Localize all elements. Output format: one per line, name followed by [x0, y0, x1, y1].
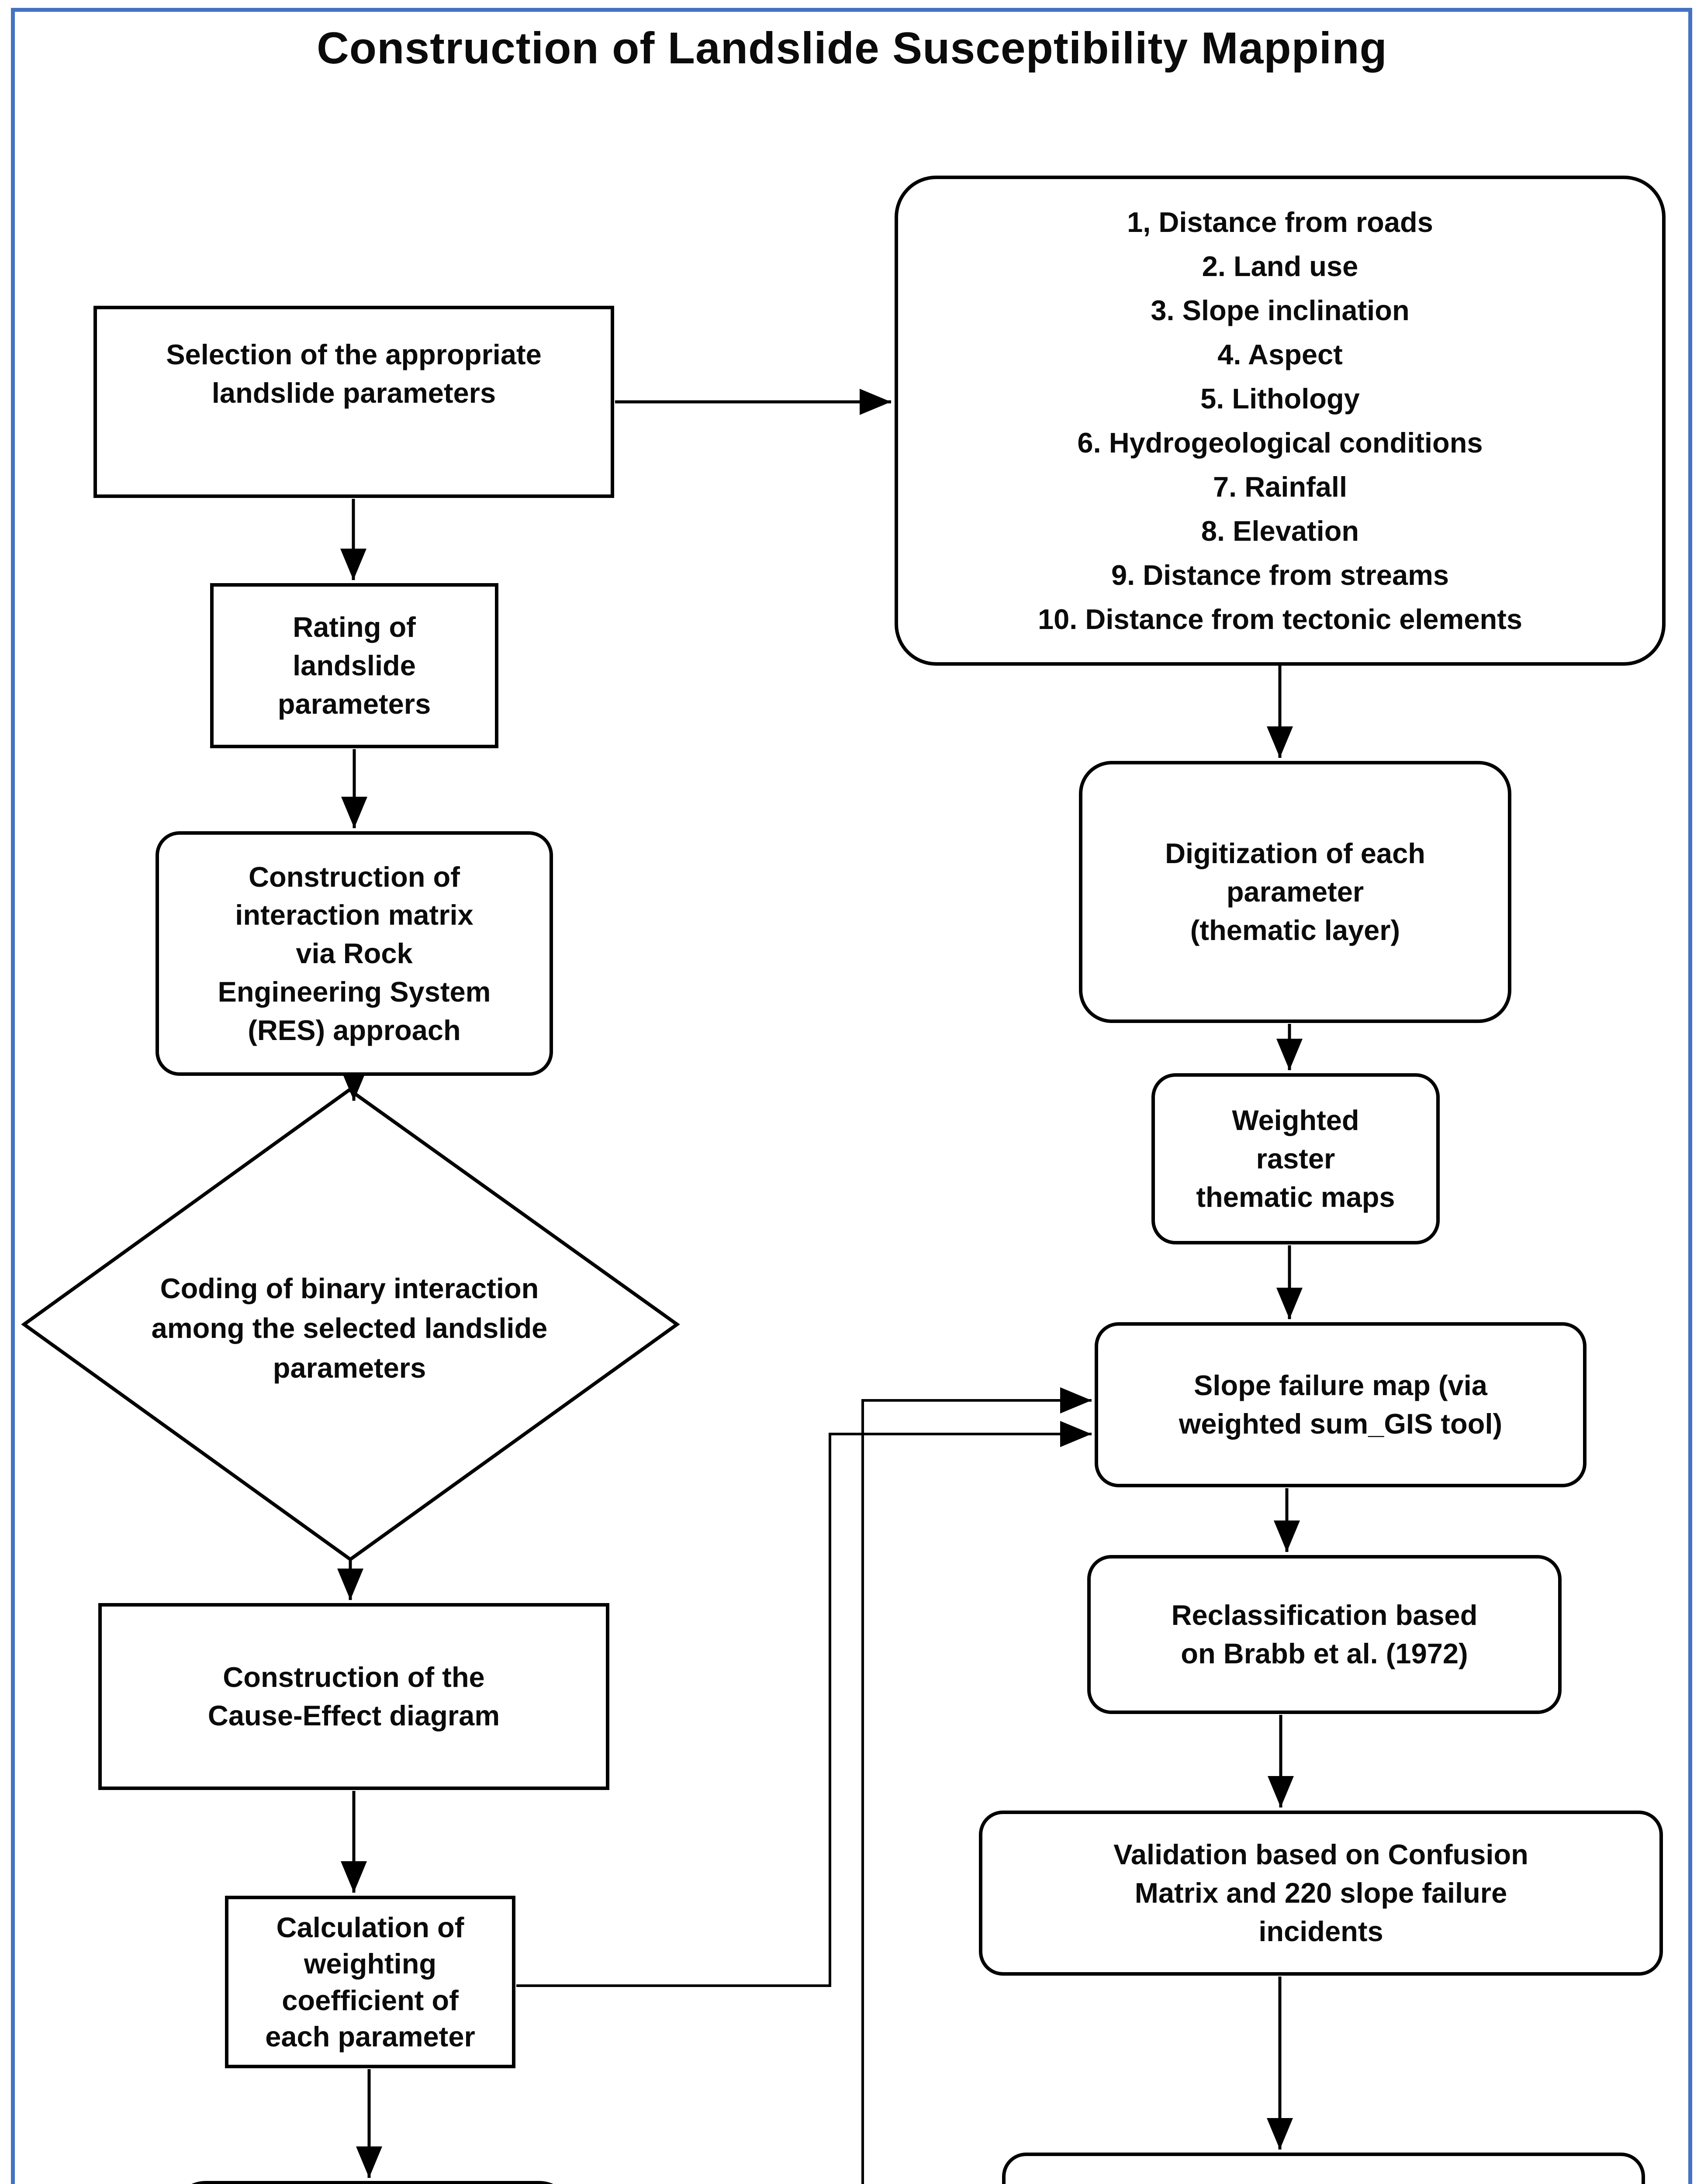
page-title: Construction of Landslide Susceptibility…	[317, 23, 1387, 73]
node-parameter-list: 1, Distance from roads 2. Land use 3. Slop…	[895, 176, 1666, 666]
node-res-interaction-matrix: Construction of interaction matrix via R…	[156, 831, 553, 1076]
parameter-item: 9. Distance from streams	[1111, 559, 1449, 591]
parameter-item: 1, Distance from roads	[1127, 206, 1433, 238]
arrow-calc-to-slope	[516, 1421, 1092, 1987]
node-digitization: Digitization of each parameter (thematic…	[1079, 761, 1511, 1023]
node-cause-effect-diagram: Construction of the Cause-Effect diagram	[98, 1603, 609, 1790]
page-border-frame	[11, 8, 1692, 2184]
parameter-item: 2. Land use	[1202, 250, 1358, 282]
decision-diamond-shape	[21, 1088, 680, 1562]
node-rating-parameters: Rating of landslide parameters	[210, 583, 498, 748]
node-weighted-raster-maps: Weighted raster thematic maps	[1151, 1073, 1440, 1244]
node-weighting-coefficient: Calculation of weighting coefficient of …	[225, 1896, 515, 2068]
node-validation: Validation based on Confusion Matrix and…	[979, 1811, 1663, 1976]
node-slope-failure-map: Slope failure map (via weighted sum_GIS …	[1095, 1322, 1586, 1487]
parameter-item: 6. Hydrogeological conditions	[1077, 427, 1483, 459]
parameter-item: 3. Slope inclination	[1151, 294, 1410, 326]
arrow-estimation-to-slope	[861, 1387, 1092, 2184]
node-selection-parameters: Selection of the appropriate landslide p…	[93, 306, 614, 498]
parameter-item: 8. Elevation	[1201, 515, 1359, 547]
node-susceptibility-map: Generation of landslide susceptibility m…	[1002, 2153, 1645, 2184]
parameter-item: 5. Lithology	[1200, 383, 1360, 415]
parameter-item: 10. Distance from tectonic elements	[1038, 603, 1522, 635]
node-instability-index: Estimation of landslide instability inde…	[173, 2181, 572, 2184]
node-reclassification: Reclassification based on Brabb et al. (…	[1087, 1555, 1562, 1714]
node-coding-decision-label: Coding of binary interaction among the s…	[151, 1272, 548, 1384]
parameter-item: 4. Aspect	[1217, 339, 1343, 370]
parameter-item: 7. Rainfall	[1213, 471, 1348, 503]
